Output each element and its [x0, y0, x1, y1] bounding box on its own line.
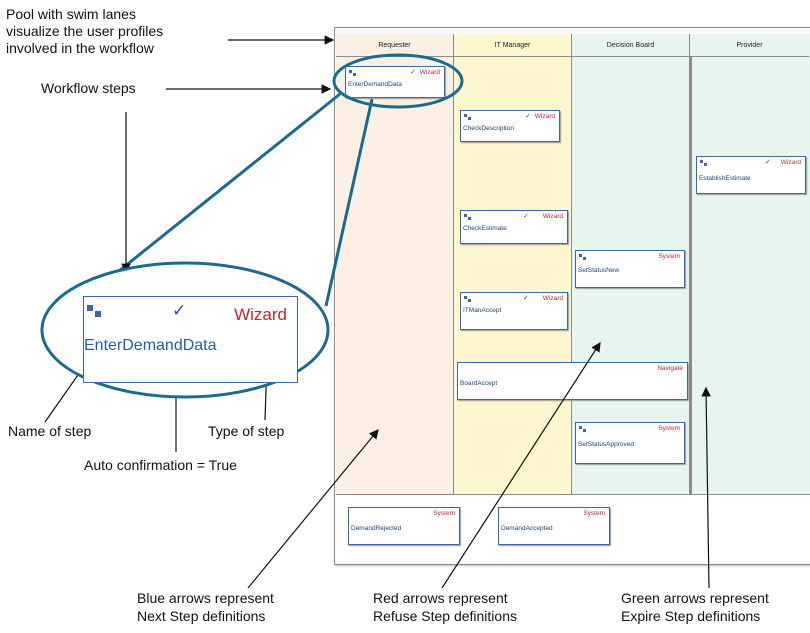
- step-name: CheckDescription: [463, 125, 514, 132]
- step-name: CheckEstimate: [463, 225, 507, 232]
- step-type: Wizard: [419, 69, 440, 76]
- zoomed-step-enter-demand-data: ✓ Wizard EnterDemandData: [83, 296, 298, 383]
- swim-lane-requester: [336, 34, 454, 494]
- annotation-green-line2: Expire Step definitions: [621, 608, 761, 624]
- highlight-ellipse-small: [332, 53, 464, 109]
- swim-lane-header: Decision Board: [572, 34, 689, 57]
- step-demand-accepted[interactable]: System DemandAccepted: [498, 507, 610, 545]
- step-type: Wizard: [542, 213, 563, 220]
- step-icon: [579, 254, 586, 260]
- annotation-pool-line2: visualize the user profiles: [6, 23, 164, 39]
- annotation-pool-line3: involved in the workflow: [6, 40, 154, 56]
- callout-line-right: [324, 98, 374, 307]
- step-type: Wizard: [780, 159, 801, 166]
- step-icon: [349, 70, 356, 76]
- step-icon: [464, 296, 471, 302]
- annotation-green-line1: Green arrows represent: [621, 590, 769, 606]
- step-name: EstablishEstimate: [699, 175, 751, 182]
- pointer-green: [701, 386, 711, 589]
- step-type: Navigate: [657, 365, 683, 372]
- step-set-status-new[interactable]: System SetStatusNew: [575, 250, 685, 288]
- step-icon: [464, 114, 471, 120]
- annotation-red-line2: Refuse Step definitions: [373, 608, 517, 624]
- step-name: DemandRejected: [351, 525, 402, 532]
- annotation-blue-line1: Blue arrows represent: [137, 590, 274, 606]
- step-icon: [87, 305, 101, 317]
- auto-confirm-check-icon: ✓: [765, 159, 771, 166]
- auto-confirm-check-icon: ✓: [410, 69, 416, 76]
- step-type: Wizard: [542, 295, 563, 302]
- auto-confirm-check-icon: ✓: [172, 301, 187, 320]
- annotation-blue-line2: Next Step definitions: [137, 608, 266, 624]
- annotation-workflow-steps: Workflow steps: [41, 80, 136, 96]
- step-name: BoardAccept: [460, 380, 498, 387]
- step-icon: [579, 426, 586, 432]
- step-name: ITManAccept: [463, 307, 502, 314]
- step-name: SetStatusApproved: [578, 441, 635, 448]
- annotation-auto-confirmation: Auto confirmation = True: [84, 457, 237, 473]
- step-board-accept[interactable]: Navigate BoardAccept: [457, 362, 688, 400]
- swim-lane-header: IT Manager: [454, 34, 571, 57]
- pointer-blue: [247, 429, 379, 589]
- zoom-step-type: Wizard: [234, 305, 287, 324]
- step-name: SetStatusNew: [578, 267, 620, 274]
- auto-confirm-check-icon: ✓: [523, 213, 529, 220]
- step-enter-demand-data[interactable]: ✓ Wizard EnterDemandData: [345, 66, 445, 98]
- step-check-description[interactable]: ✓ Wizard CheckDescription: [460, 110, 560, 142]
- annotation-type-of-step: Type of step: [208, 423, 285, 439]
- callout-line-left: [98, 92, 341, 289]
- step-type: System: [658, 425, 680, 432]
- step-type: System: [658, 253, 680, 260]
- zoom-step-name: EnterDemandData: [84, 337, 217, 354]
- step-type: System: [583, 510, 605, 517]
- step-demand-rejected[interactable]: System DemandRejected: [348, 507, 460, 545]
- step-name: DemandAccepted: [501, 525, 553, 532]
- auto-confirm-check-icon: ✓: [525, 113, 531, 120]
- step-set-status-approved[interactable]: System SetStatusApproved: [575, 422, 685, 464]
- step-name: EnterDemandData: [348, 81, 402, 88]
- step-establish-estimate[interactable]: ✓ Wizard EstablishEstimate: [696, 156, 806, 194]
- annotation-red-line1: Red arrows represent: [373, 590, 508, 606]
- pointer-red: [441, 341, 601, 589]
- step-check-estimate[interactable]: ✓ Wizard CheckEstimate: [460, 210, 568, 244]
- swim-lane-provider: [690, 34, 810, 496]
- annotation-name-of-step: Name of step: [8, 423, 92, 439]
- step-icon: [464, 214, 471, 220]
- step-icon: [700, 160, 707, 166]
- step-type: System: [433, 510, 455, 517]
- step-it-man-accept[interactable]: ✓ Wizard ITManAccept: [460, 292, 568, 330]
- step-type: Wizard: [534, 113, 555, 120]
- auto-confirm-check-icon: ✓: [523, 295, 529, 302]
- annotation-pool-line1: Pool with swim lanes: [6, 6, 136, 22]
- swim-lane-header: Provider: [690, 34, 809, 57]
